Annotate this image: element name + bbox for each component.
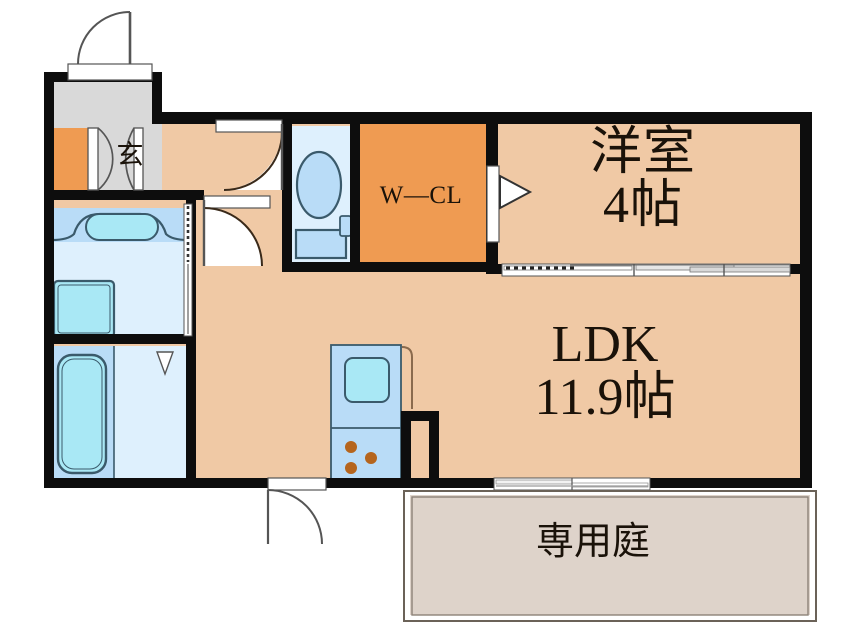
wall-bathroom-right <box>186 344 196 484</box>
wall-closet-bottom <box>360 262 490 272</box>
wall-left-upper <box>44 72 54 200</box>
kitchen-unit <box>330 344 439 488</box>
closet-entry-arrow <box>499 174 533 210</box>
garden-window-leaf-1 <box>495 479 573 485</box>
garden-outline <box>403 490 817 622</box>
doors-and-openings <box>67 11 791 545</box>
floor-closet <box>360 124 490 272</box>
wall-entrance-bottom <box>44 190 204 200</box>
entrance-door-swing-arc <box>77 11 131 65</box>
toilet-handle <box>339 215 352 237</box>
washing-machine-pan-inner <box>57 284 111 334</box>
washitsu-sliding-door <box>501 263 791 277</box>
ldk-exterior-door-arc <box>267 489 323 545</box>
garden-border-inner <box>411 496 809 616</box>
bathtub-inner <box>61 358 103 470</box>
floor-entrance-tile2 <box>52 80 162 124</box>
bath-door-arc-line <box>203 207 263 267</box>
floor-shoe-closet <box>52 128 90 190</box>
closet-entry-frame <box>486 165 500 243</box>
wall-washroom-bottom <box>44 334 196 344</box>
kitchen-partition-gap <box>411 421 429 488</box>
toilet-door-threshold <box>215 119 283 133</box>
stove-burner-3 <box>345 462 357 474</box>
stove-burner-1 <box>345 441 357 453</box>
toilet-tank <box>294 228 348 260</box>
entrance-door-threshold <box>67 63 153 81</box>
toilet-door-arc <box>220 132 282 191</box>
wet-rooms <box>51 126 354 482</box>
wall-toilet-bottom <box>282 262 360 272</box>
washitsu-slider-leaf-1 <box>503 265 633 271</box>
shoe-closet-door-panel <box>87 127 99 191</box>
ldk-garden-window <box>493 477 651 491</box>
kitchen-counter-edge <box>401 346 413 409</box>
wall-bottom-left <box>44 478 404 488</box>
wall-toilet-left <box>282 118 292 272</box>
floor-washitsu <box>498 124 810 272</box>
garden-border-outer <box>403 490 817 622</box>
shoe-closet-door-arc <box>97 127 114 191</box>
wall-right-exterior <box>800 112 812 488</box>
wall-entrance-right-stub <box>152 72 162 122</box>
bath-door-arc <box>204 208 262 266</box>
bath-door-threshold <box>203 195 271 209</box>
ldk-exterior-door-threshold <box>267 477 327 491</box>
stove-burner-2 <box>365 452 377 464</box>
hallway-door-panel <box>133 127 144 191</box>
hallway-door-arc <box>124 127 135 191</box>
wall-top-mid <box>152 112 812 124</box>
washbasin-bowl <box>85 213 159 241</box>
kitchen-sink <box>344 357 390 403</box>
washitsu-slider-leaf-3 <box>689 266 791 273</box>
wall-toilet-right <box>350 118 360 268</box>
bathroom-drain-arrow <box>156 351 174 377</box>
floor-fills <box>44 80 812 615</box>
toilet-bowl <box>295 150 343 220</box>
